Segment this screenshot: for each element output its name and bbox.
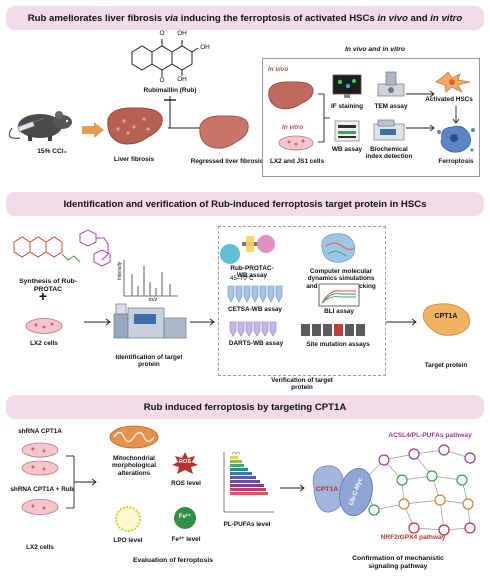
tem-label: TEM assay bbox=[374, 103, 408, 110]
mouse-icon bbox=[8, 111, 72, 141]
bli-label: BLI assay bbox=[324, 308, 354, 315]
panel-title: In vivo and in vitro bbox=[344, 46, 406, 53]
panel-bracket-arrows bbox=[318, 93, 330, 143]
section2-arrow-1 bbox=[84, 318, 111, 326]
rub-protac-wb-label: Rub-PROTAC-WB assay bbox=[230, 265, 274, 280]
section3-bracket bbox=[66, 455, 97, 509]
target-protein-label: Target protein bbox=[424, 362, 468, 369]
plus-sign: + bbox=[38, 288, 48, 304]
acsl4-pathway-label: ACSL4/PL-PUFAs pathway bbox=[388, 432, 472, 439]
ferroptosis-label: Ferroptosis bbox=[438, 158, 474, 165]
shrna-rub-label: shRNA CPT1A + Rub bbox=[10, 486, 74, 493]
rubimaillin-label: Rubimaillin (Rub) bbox=[143, 87, 197, 94]
section2-arrow-2 bbox=[190, 318, 215, 326]
cpt1a-complex-label: CPT1A bbox=[315, 486, 339, 493]
lpo-icon bbox=[115, 506, 141, 532]
in-vivo-label: In vivo bbox=[268, 66, 289, 73]
rub-protac-structure bbox=[13, 229, 111, 267]
cpt1a-complex-icon bbox=[312, 465, 373, 517]
ccl4-label: 15% CCl₄ bbox=[37, 148, 67, 155]
fe-badge-icon bbox=[174, 507, 196, 529]
in-vivo-liver-icon bbox=[268, 81, 314, 110]
in-vitro-dish-icon bbox=[278, 135, 314, 151]
lx2-dish-icon bbox=[25, 318, 63, 334]
rubimaillin-structure bbox=[131, 39, 199, 77]
carbonyl-top-label: O bbox=[159, 30, 165, 37]
ros-badge-text: ROS bbox=[178, 459, 192, 465]
pathway-network-graph bbox=[363, 444, 476, 536]
shrna-dish-icon bbox=[21, 442, 59, 476]
identification-label: Identification of target protein bbox=[115, 354, 183, 369]
activated-hscs-label: Activated HSCs bbox=[425, 96, 473, 103]
confirmation-label: Confirmation of mechanistic signaling pa… bbox=[352, 555, 444, 570]
darts-label: DARTS-WB assay bbox=[228, 340, 284, 347]
if-staining-icon bbox=[332, 74, 362, 98]
mass-spectrum-chart bbox=[123, 260, 178, 297]
cpt1a-protein-label: CPT1A bbox=[434, 313, 458, 320]
verification-label: Verification of target protein bbox=[271, 377, 333, 392]
section1-banner: Rub ameliorates liver fibrosis via induc… bbox=[6, 6, 484, 30]
section2-banner: Identification and verification of Rub-i… bbox=[6, 192, 484, 216]
rub-protac-wb-icon bbox=[220, 235, 275, 264]
section3-banner: Rub induced ferroptosis by targeting CPT… bbox=[6, 395, 484, 419]
pl-pufas-label: PL-PUFAs level bbox=[223, 521, 271, 528]
hsc-to-ferroptosis-arrow bbox=[452, 106, 460, 124]
ros-level-label: ROS level bbox=[171, 480, 201, 487]
orange-arrow bbox=[82, 122, 104, 138]
section3-title: Rub induced ferroptosis by targeting CPT… bbox=[143, 401, 347, 413]
syringe-icon bbox=[17, 117, 45, 133]
activated-hsc-icon bbox=[435, 71, 471, 93]
lpo-level-label: LPO level bbox=[113, 537, 143, 544]
carbonyl-bottom-label: O bbox=[159, 77, 165, 84]
section1-title: Rub ameliorates liver fibrosis via induc… bbox=[27, 12, 463, 24]
mz-axis-label: m/z bbox=[148, 297, 158, 303]
lx2-cells-label: LX2 cells bbox=[30, 340, 58, 347]
biochemical-label: Biochemical index detection bbox=[365, 146, 413, 161]
liver-fibrosis-label: Liver fibrosis bbox=[113, 156, 155, 163]
biochemical-analyzer-icon bbox=[373, 119, 405, 141]
regressed-liver-label: Regressed liver fibrosis bbox=[190, 158, 264, 165]
evaluation-label: Evaluation of ferroptosis bbox=[132, 557, 214, 564]
mass-spectrometer-icon bbox=[113, 303, 187, 339]
wb-assay-icon bbox=[334, 120, 360, 142]
wb-label: WB assay bbox=[331, 146, 363, 153]
section3-arrow bbox=[280, 484, 305, 492]
nrf2-pathway-label: NRF2/GPX4 pathway bbox=[380, 534, 446, 541]
lx2-cells-label-2: LX2 cells bbox=[26, 544, 54, 551]
fe-badge-text: Fe²⁺ bbox=[178, 514, 192, 520]
synthesis-label: Synthesis of Rub-PROTAC bbox=[19, 278, 77, 293]
regressed-liver-icon bbox=[199, 115, 249, 149]
darts-tubes-icon bbox=[229, 321, 277, 337]
section2-title: Identification and verification of Rub-i… bbox=[63, 198, 427, 210]
mitochondria-icon bbox=[109, 425, 159, 449]
fe-level-label: Fe²⁺ level bbox=[171, 536, 201, 543]
ros-badge-icon bbox=[172, 452, 198, 474]
fibrotic-liver-icon bbox=[107, 107, 163, 145]
shrna-rub-dish-icon bbox=[21, 499, 59, 515]
hydroxyl-1-label: OH bbox=[177, 30, 187, 37]
tem-microscope-icon bbox=[377, 71, 405, 97]
ferroptosis-cell-icon bbox=[437, 125, 475, 153]
hydroxyl-3-label: OH bbox=[177, 76, 187, 83]
section2-arrow-3 bbox=[386, 318, 417, 326]
cetsa-label: CETSA-WB assay bbox=[228, 306, 282, 313]
site-mutation-label: Site mutation assays bbox=[306, 341, 370, 348]
hydroxyl-2-label: OH bbox=[200, 44, 210, 51]
in-vitro-label: In vitro bbox=[282, 124, 304, 131]
cetsa-tubes-icon bbox=[227, 285, 283, 303]
temperature-label: 45–70°C bbox=[230, 276, 254, 282]
shrna-label: shRNA CPT1A bbox=[18, 428, 62, 435]
intensity-axis-label: Intensity bbox=[117, 261, 124, 281]
mito-label: Mitochondrial morphological alterations bbox=[111, 455, 157, 477]
site-mutation-icon bbox=[301, 324, 365, 336]
panel-arrows-to-hscs bbox=[406, 90, 435, 132]
cells-label: LX2 and JS1 cells bbox=[270, 158, 324, 165]
bli-assay-icon bbox=[318, 283, 360, 307]
if-staining-label: IF staining bbox=[331, 103, 363, 110]
pl-pufas-chart-icon bbox=[223, 451, 274, 513]
molecular-docking-icon bbox=[321, 233, 356, 263]
cpt1a-protein-icon bbox=[422, 303, 471, 336]
